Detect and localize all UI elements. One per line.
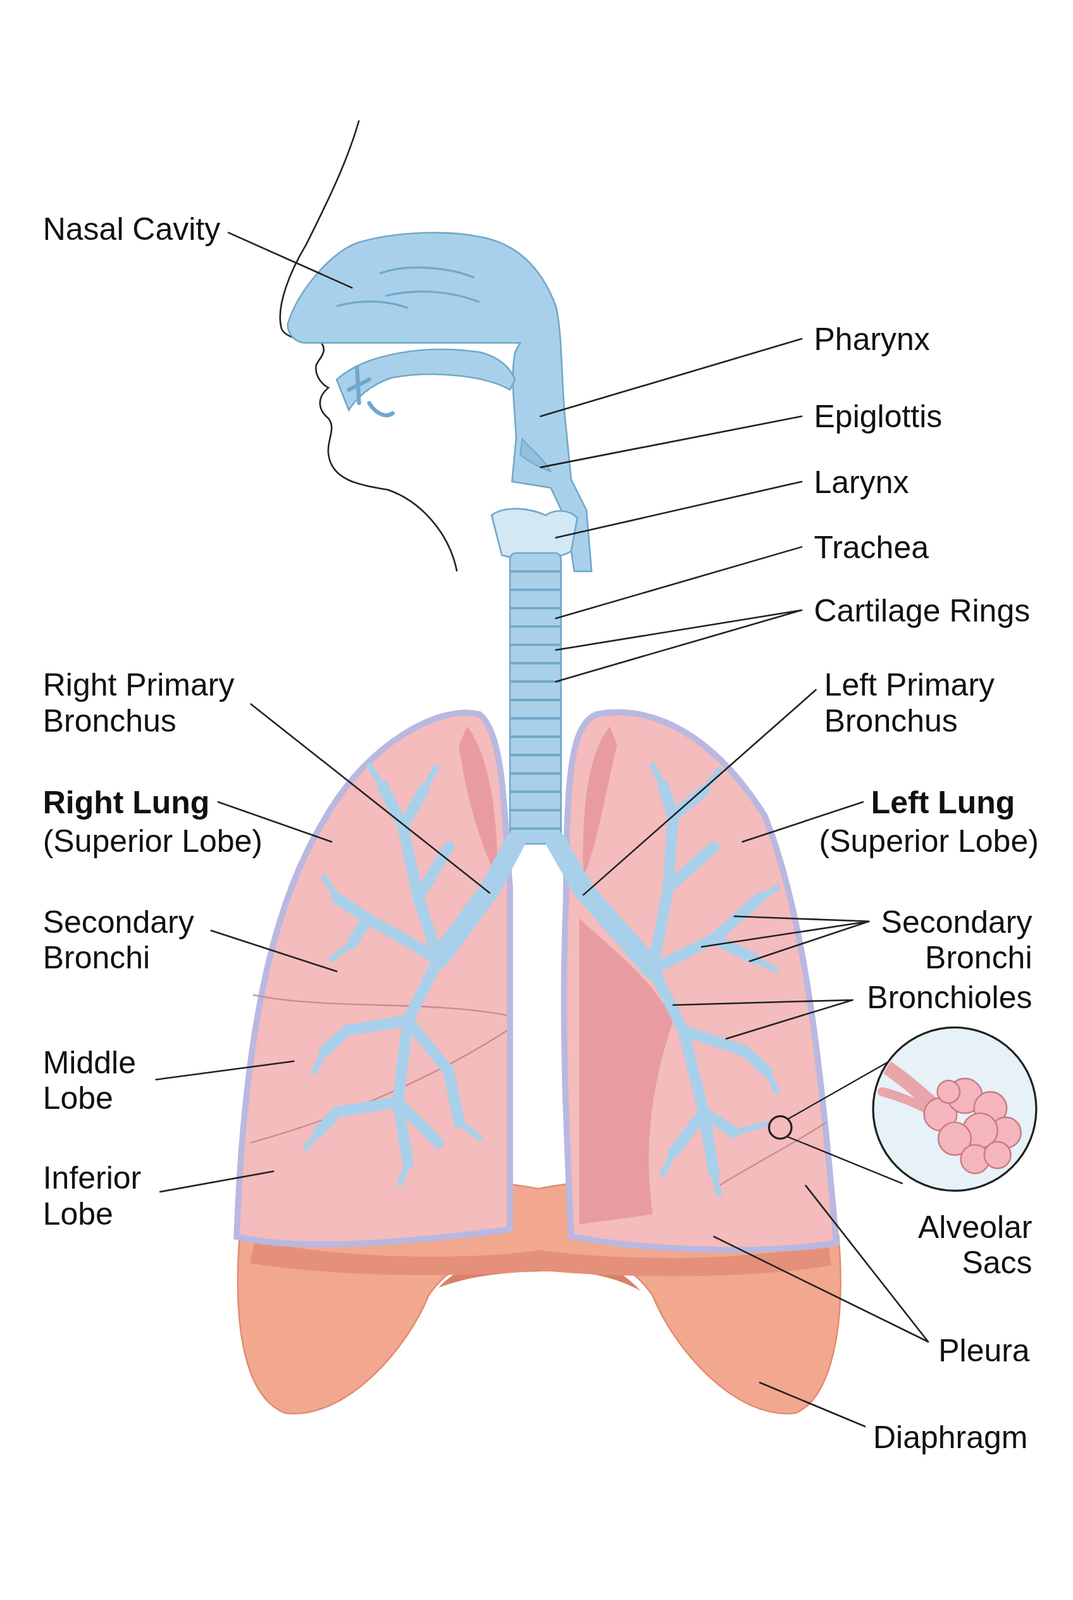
right-lung <box>236 712 510 1244</box>
turbinate-lines <box>336 267 480 309</box>
part-label: (Superior Lobe) <box>819 822 1039 858</box>
part-label: Trachea <box>814 528 929 565</box>
larynx-shape <box>491 508 577 559</box>
head-outline <box>280 120 457 572</box>
part-label: Right Primary Bronchus <box>43 666 247 739</box>
part-label: (Superior Lobe) <box>43 822 263 858</box>
alveoli-cluster <box>876 1060 1021 1173</box>
organ-label: Right Lung <box>43 783 211 820</box>
oral-cavity <box>336 349 515 410</box>
part-label: Diaphragm <box>873 1418 1028 1454</box>
part-label: Left Primary Bronchus <box>824 666 1024 739</box>
tongue-detail <box>348 366 393 416</box>
lung-fissures <box>249 994 507 1143</box>
part-label: Bronchioles <box>866 978 1032 1015</box>
part-label: Larynx <box>814 463 910 500</box>
bronchial-tree <box>306 764 778 1194</box>
part-label: Secondary Bronchi <box>828 903 1032 975</box>
alveoli-inset <box>873 1026 1037 1191</box>
part-label: Alveolar Sacs <box>894 1208 1033 1280</box>
part-label: Nasal Cavity <box>43 210 221 247</box>
part-label: Epiglottis <box>814 398 943 435</box>
trachea-tube <box>509 552 562 844</box>
leader-lines <box>156 232 929 1427</box>
part-label: Cartilage Rings <box>814 592 1031 628</box>
lung-shading <box>458 726 498 878</box>
part-label: Secondary Bronchi <box>43 903 247 975</box>
part-label: Middle Lobe <box>43 1044 166 1117</box>
lung-shading <box>583 726 618 878</box>
organ-label: Left Lung <box>871 783 1016 820</box>
part-label: Pharynx <box>814 320 931 357</box>
part-label: Inferior Lobe <box>43 1159 176 1232</box>
upper-airway <box>287 232 592 572</box>
cartilage-rings <box>509 571 562 829</box>
part-label: Pleura <box>938 1331 1030 1368</box>
